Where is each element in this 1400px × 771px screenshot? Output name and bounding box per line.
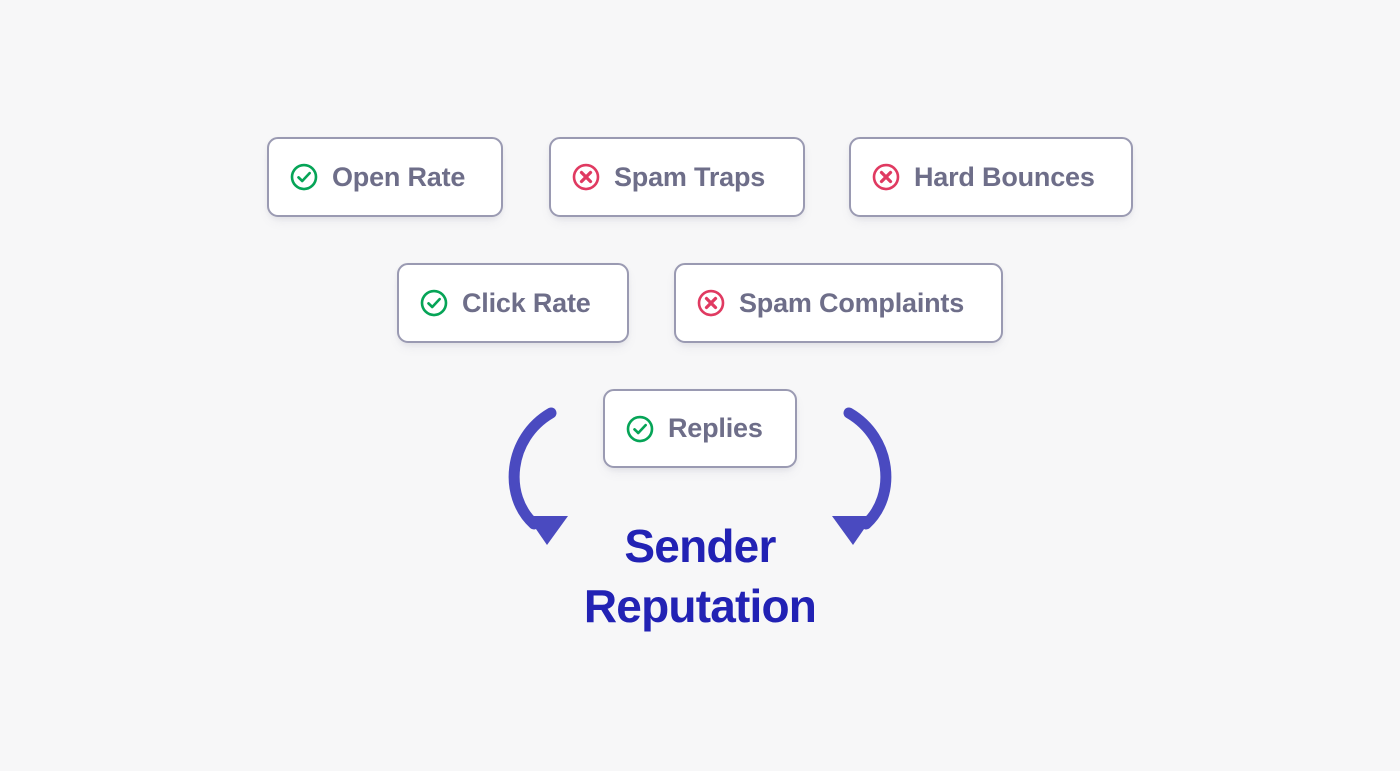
- x-circle-icon: [697, 289, 725, 317]
- metric-card-click-rate[interactable]: Click Rate: [397, 263, 629, 343]
- metric-card-label: Replies: [668, 413, 763, 443]
- check-circle-icon: [626, 415, 654, 442]
- title-line-2: Reputation: [583, 580, 817, 632]
- metric-card-replies[interactable]: Replies: [603, 389, 797, 468]
- check-circle-icon: [420, 289, 448, 317]
- metric-card-label: Spam Complaints: [739, 287, 965, 318]
- check-circle-icon: [290, 163, 318, 191]
- title-line-1: Sender: [624, 520, 776, 572]
- metric-card-label: Hard Bounces: [914, 161, 1095, 192]
- metric-card-label: Open Rate: [332, 161, 466, 192]
- sender-reputation-title: Sender Reputation: [0, 516, 1400, 636]
- x-circle-icon: [872, 163, 900, 191]
- metric-card-spam-traps[interactable]: Spam Traps: [549, 137, 805, 217]
- metric-card-label: Click Rate: [462, 287, 591, 318]
- metric-card-hard-bounces[interactable]: Hard Bounces: [849, 137, 1133, 217]
- metric-card-open-rate[interactable]: Open Rate: [267, 137, 503, 217]
- metric-card-spam-complaints[interactable]: Spam Complaints: [674, 263, 1003, 343]
- metric-card-label: Spam Traps: [614, 161, 766, 192]
- x-circle-icon: [572, 163, 600, 191]
